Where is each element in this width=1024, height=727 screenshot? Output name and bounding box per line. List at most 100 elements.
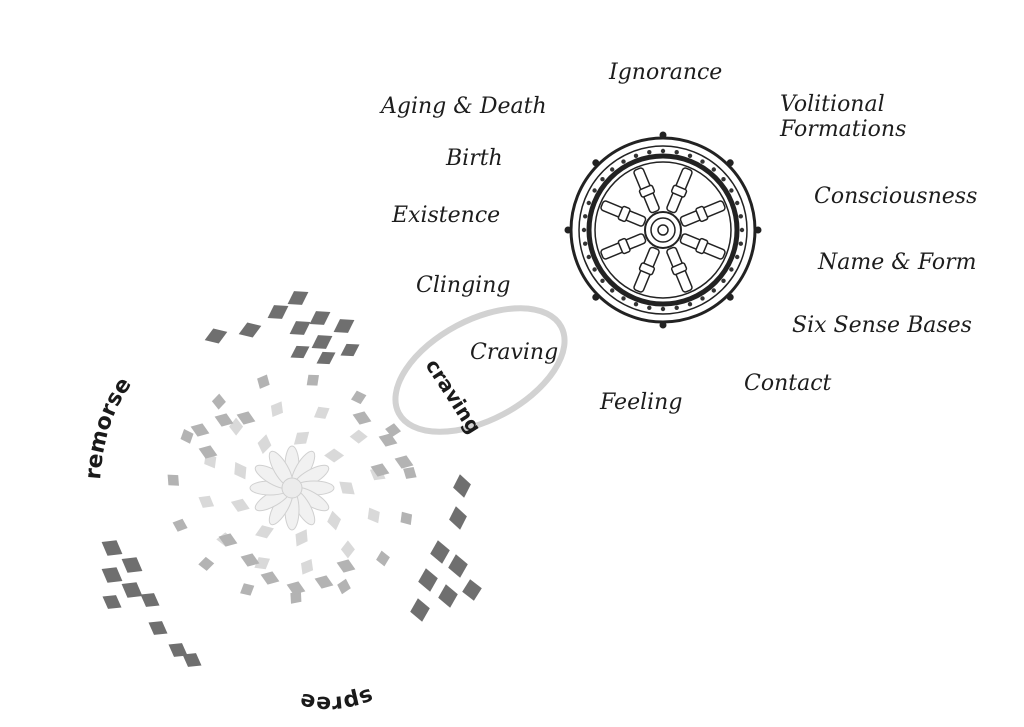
dark-tile (316, 351, 336, 365)
wheel-bead (739, 227, 745, 233)
dark-tile (462, 579, 482, 601)
wheel-spoke (666, 167, 693, 214)
link-six-sense-bases: Six Sense Bases (792, 313, 972, 338)
swirl-tile (349, 429, 368, 444)
wheel-knob (659, 321, 667, 329)
swirl-tile (180, 429, 194, 444)
wheel-bead (621, 296, 626, 301)
swirl-tile (337, 578, 351, 595)
dharma-wheel-icon (564, 131, 762, 329)
swirl-tile (234, 462, 247, 480)
swirl-tile (295, 529, 308, 547)
wheel-bead (674, 305, 679, 310)
wheel-bead (586, 254, 591, 260)
link-existence: Existence (392, 203, 501, 228)
dark-tile (101, 567, 123, 583)
dark-tile (430, 540, 450, 564)
swirl-tile (240, 553, 260, 567)
link-ignorance: Ignorance (609, 60, 723, 85)
swirl-tile (172, 518, 188, 532)
dark-tile (290, 345, 310, 359)
swirl-tile (301, 559, 314, 575)
craving-loop (392, 305, 568, 435)
dark-tile (333, 319, 355, 333)
swirl-tile (314, 575, 334, 589)
wheel-bead (581, 227, 587, 233)
link-craving: Craving (470, 340, 559, 365)
swirl-tile (198, 495, 215, 508)
wheel-spoke (600, 233, 647, 260)
wheel-bead (729, 188, 734, 193)
swirl-tile (270, 401, 283, 417)
wheel-bead (711, 288, 716, 293)
swirl-tile (376, 550, 390, 567)
wheel-knob (726, 159, 734, 167)
swirl-tile (255, 525, 274, 539)
wheel-bead (586, 200, 591, 206)
wheel-bead (721, 278, 726, 283)
link-name-form: Name & Form (818, 250, 977, 275)
swirl-tile (336, 559, 356, 573)
wheel-bead (674, 150, 679, 155)
swirl-tile (378, 433, 398, 447)
wheel-bead (647, 305, 652, 310)
link-aging-death: Aging & Death (381, 94, 547, 119)
wheel-bead (711, 167, 716, 172)
dark-tile (311, 335, 333, 349)
wheel-bead (700, 296, 705, 301)
dark-tile (410, 598, 430, 622)
wheel-bead (583, 241, 588, 246)
dark-tile (340, 343, 360, 357)
wheel-bead (633, 302, 639, 307)
swirl-tile (286, 581, 306, 595)
dark-tile (102, 595, 122, 609)
wheel-bead (721, 177, 726, 182)
wheel-bead (633, 153, 639, 158)
link-birth: Birth (446, 146, 503, 171)
swirl-tile (257, 434, 272, 454)
swirl-tile (351, 390, 367, 405)
link-volitional-line2: Formations (780, 117, 907, 143)
dark-tile (121, 557, 143, 573)
swirl-tile (218, 533, 238, 547)
swirl-tile (367, 507, 380, 524)
dark-tile (438, 584, 458, 608)
wheel-spoke (600, 200, 647, 227)
swirl-tile (230, 498, 250, 512)
swirl-tile (211, 393, 226, 410)
link-contact: Contact (744, 371, 832, 396)
dark-tile (204, 328, 228, 344)
dark-tile (148, 621, 168, 635)
swirl-tile (324, 448, 345, 463)
wheel-knob (564, 226, 572, 234)
wheel-spoke (679, 233, 726, 260)
swirl-tile (236, 411, 256, 425)
dark-tile (309, 311, 331, 325)
wheel-knob (726, 293, 734, 301)
dark-tile (140, 593, 160, 607)
wheel-bead (592, 267, 597, 272)
link-consciousness: Consciousness (814, 184, 978, 209)
wheel-bead (600, 278, 605, 283)
dark-tile (101, 540, 123, 556)
wheel-bead (660, 148, 666, 154)
dark-tile (418, 568, 438, 592)
lotus-icon (249, 445, 335, 531)
dark-tile (238, 322, 262, 338)
wheel-bead (647, 150, 652, 155)
swirl-tile (394, 455, 414, 469)
swirl-tile (198, 556, 215, 571)
swirl-tile (167, 474, 179, 486)
dark-tile (182, 653, 202, 667)
swirl-tile (339, 481, 355, 495)
wheel-bead (610, 288, 615, 293)
wheel-bead (738, 241, 743, 246)
wheel-bead (660, 306, 666, 312)
dark-tile (453, 474, 471, 498)
dark-tile (267, 305, 289, 319)
wheel-bead (735, 200, 740, 206)
wheel-bead (592, 188, 597, 193)
wheel-bead (600, 177, 605, 182)
dark-tile (287, 291, 309, 305)
